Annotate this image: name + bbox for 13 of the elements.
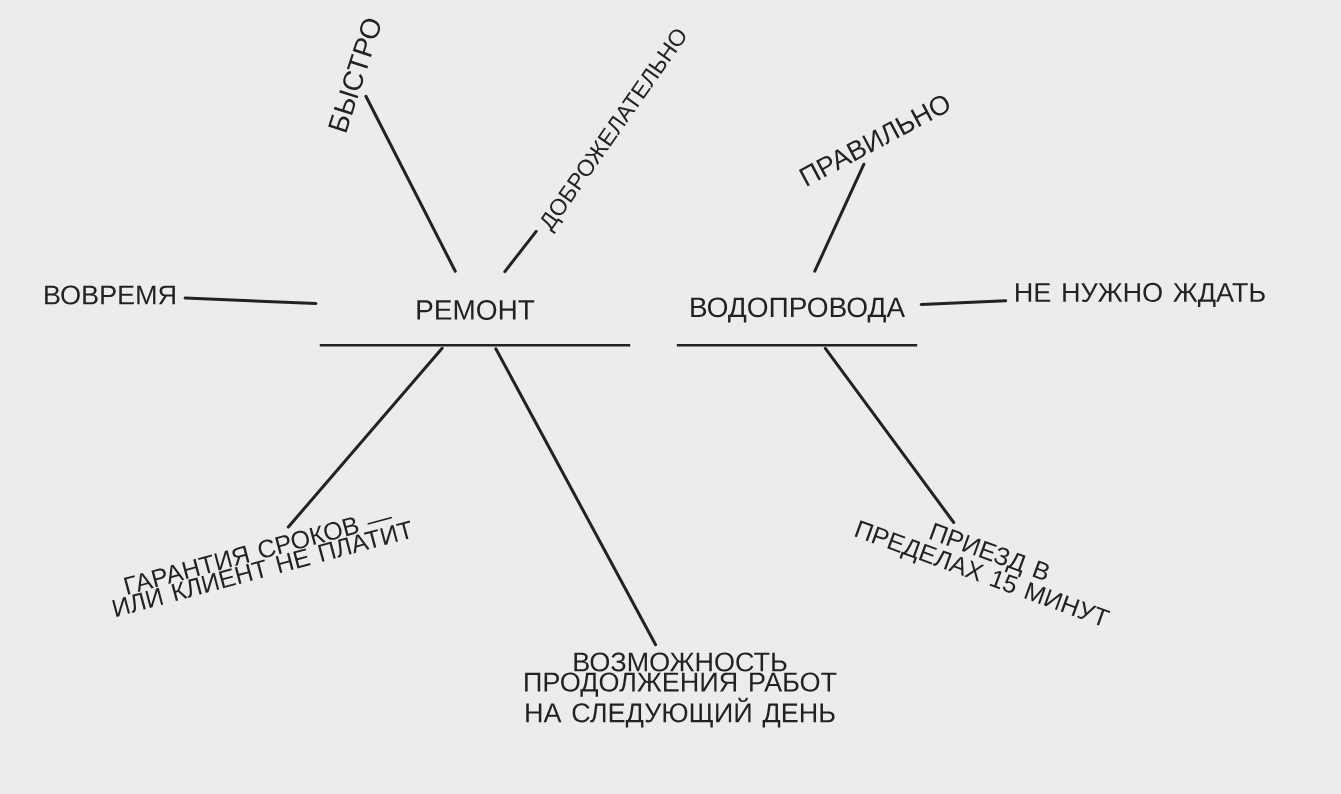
connector-line (813, 162, 866, 273)
label-text: НЕ НУЖНО ЖДАТЬ (1016, 282, 1265, 308)
label-text: ВОВРЕМЯ (45, 285, 175, 305)
connector-line (286, 346, 444, 529)
connector-line (494, 347, 658, 647)
connector-line (503, 229, 538, 274)
connector-line (183, 296, 318, 305)
connector-line (823, 346, 956, 524)
label-text: ВОЗМОЖНОСТЬ ПРОДОЛЖЕНИЯ РАБОТ НА СЛЕДУЮЩИЙ ДЕНЬ (525, 652, 837, 728)
underlined-word: РЕМОНТ (319, 300, 631, 347)
underlined-word: ВОДОПРОВОДА (676, 297, 918, 347)
connector-line (919, 299, 1008, 307)
connector-line (364, 94, 457, 273)
